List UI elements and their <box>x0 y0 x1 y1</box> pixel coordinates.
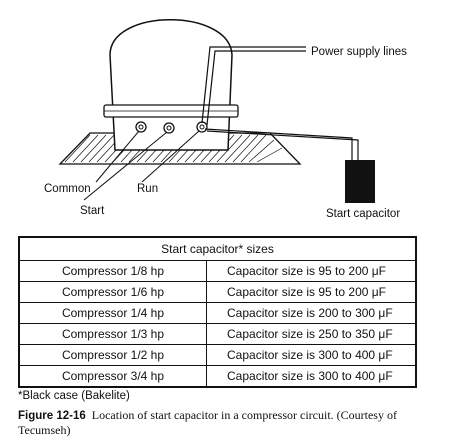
table-row: Compressor 1/4 hp Capacitor size is 200 … <box>18 302 417 324</box>
table-header: Start capacitor* sizes <box>18 236 417 261</box>
start-label: Start <box>80 205 105 217</box>
capacitor-cell: Capacitor size is 95 to 200 μF <box>206 260 417 282</box>
compressor-cell: Compressor 3/4 hp <box>18 365 207 388</box>
run-label: Run <box>137 183 158 195</box>
power-supply-label: Power supply lines <box>311 46 407 58</box>
table-row: Compressor 1/6 hp Capacitor size is 95 t… <box>18 281 417 303</box>
terminal-run <box>196 121 208 133</box>
capacitor-cell: Capacitor size is 95 to 200 μF <box>206 281 417 303</box>
compressor-cell: Compressor 1/4 hp <box>18 302 207 324</box>
capacitor-cell: Capacitor size is 300 to 400 μF <box>206 344 417 366</box>
capacitor-wires <box>204 128 359 160</box>
terminal-common <box>135 121 147 133</box>
table-row: Compressor 3/4 hp Capacitor size is 300 … <box>18 365 417 388</box>
compressor-cell: Compressor 1/2 hp <box>18 344 207 366</box>
compressor-cell: Compressor 1/6 hp <box>18 281 207 303</box>
capacitor-cell: Capacitor size is 300 to 400 μF <box>206 365 417 388</box>
figure-label: Figure 12-16 <box>18 410 86 422</box>
table-row: Compressor 1/3 hp Capacitor size is 250 … <box>18 323 417 345</box>
table-row: Compressor 1/2 hp Capacitor size is 300 … <box>18 344 417 366</box>
compressor-cell: Compressor 1/3 hp <box>18 323 207 345</box>
capacitor-cell: Capacitor size is 250 to 350 μF <box>206 323 417 345</box>
table-footnote: *Black case (Bakelite) <box>18 390 130 402</box>
start-capacitor <box>345 160 375 203</box>
compressor-cell: Compressor 1/8 hp <box>18 260 207 282</box>
terminal-start <box>163 122 175 134</box>
table-row: Compressor 1/8 hp Capacitor size is 95 t… <box>18 260 417 282</box>
figure-caption-text: Location of start capacitor in a compres… <box>18 408 397 437</box>
compressor-diagram: Power supply lines Common Run Start Star… <box>44 19 407 220</box>
start-capacitor-label: Start capacitor <box>326 208 400 220</box>
capacitor-sizes-table: Start capacitor* sizes Compressor 1/8 hp… <box>18 236 417 388</box>
capacitor-cell: Capacitor size is 200 to 300 μF <box>206 302 417 324</box>
label-leaders <box>83 130 200 201</box>
common-label: Common <box>44 183 91 195</box>
power-supply-wires <box>201 46 306 126</box>
